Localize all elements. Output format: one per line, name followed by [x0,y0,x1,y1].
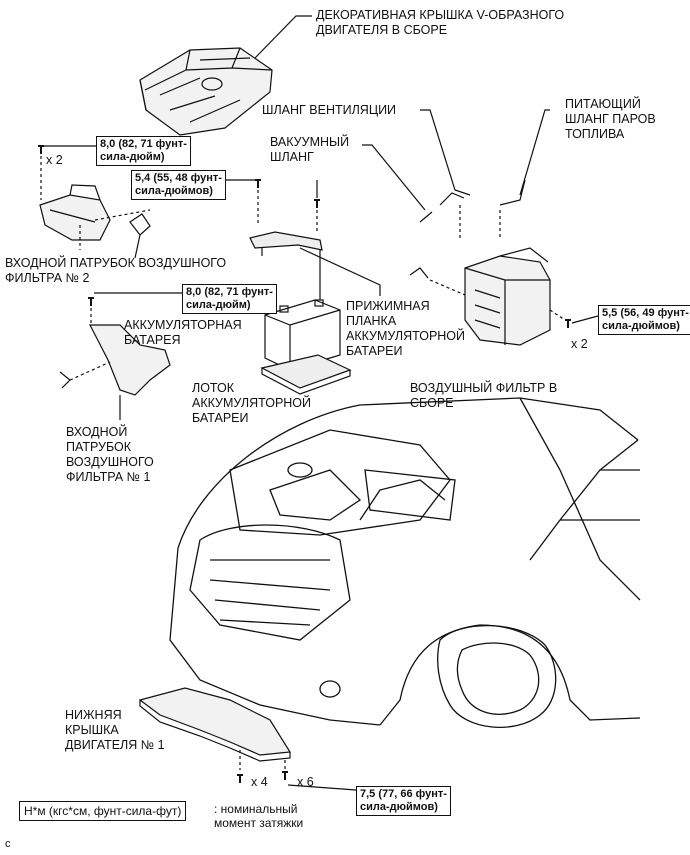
torque-box-2: 5,4 (55, 48 фунт- сила-дюймов) [131,170,226,200]
inlet-no2-label: ВХОДНОЙ ПАТРУБОК ВОЗДУШНОГО ФИЛЬТРА № 2 [5,256,227,285]
legend-unit-box: Н*м (кгс*см, фунт-сила-фут) [19,801,187,821]
engine-cover-illustration [139,47,273,136]
multiplier-x6: x 6 [297,775,314,789]
torque-box-4: 5,5 (56, 49 фунт- сила-дюймов) [598,305,690,335]
torque-box-5: 7,5 (77, 66 фунт- сила-дюймов) [356,786,451,816]
battery-label: АККУМУЛЯТОРНАЯ БАТАРЕЯ [124,318,242,347]
legend-meaning: : номинальный момент затяжки [214,802,304,830]
multiplier-x4: x 4 [251,775,268,789]
clamp-plate-label: ПРИЖИМНАЯ ПЛАНКА АККУМУЛЯТОРНОЙ БАТАРЕИ [346,299,466,358]
air-filter-illustration [409,247,551,346]
multiplier-x2-top: x 2 [46,153,63,167]
fuel-vapor-hose-label: ПИТАЮЩИЙ ШЛАНГ ПАРОВ ТОПЛИВА [565,97,656,141]
air-filter-label: ВОЗДУШНЫЙ ФИЛЬТР В СБОРЕ [410,381,558,410]
battery-tray-label: ЛОТОК АККУМУЛЯТОРНОЙ БАТАРЕИ [192,381,312,425]
vent-hose-label: ШЛАНГ ВЕНТИЛЯЦИИ [262,103,397,117]
under-cover-label: НИЖНЯЯ КРЫШКА ДВИГАТЕЛЯ № 1 [65,708,165,752]
torque-box-1: 8,0 (82, 71 фунт- сила-дюйм) [96,136,191,166]
corner-mark: c [5,838,11,850]
vehicle-illustration [169,397,641,728]
engine-cover-label: ДЕКОРАТИВНАЯ КРЫШКА V-ОБРАЗНОГО ДВИГАТЕЛ… [316,8,565,37]
multiplier-x2-filter: x 2 [571,337,588,351]
inlet-no2-illustration [39,184,151,259]
vacuum-hose-label: ВАКУУМНЫЙ ШЛАНГ [270,135,350,164]
inlet-no1-label: ВХОДНОЙ ПАТРУБОК ВОЗДУШНОГО ФИЛЬТРА № 1 [66,425,154,484]
clamp-plate-illustration [249,231,323,300]
torque-box-3: 8,0 (82, 71 фунт- сила-дюйм) [182,284,277,314]
under-cover-illustration [138,687,292,762]
